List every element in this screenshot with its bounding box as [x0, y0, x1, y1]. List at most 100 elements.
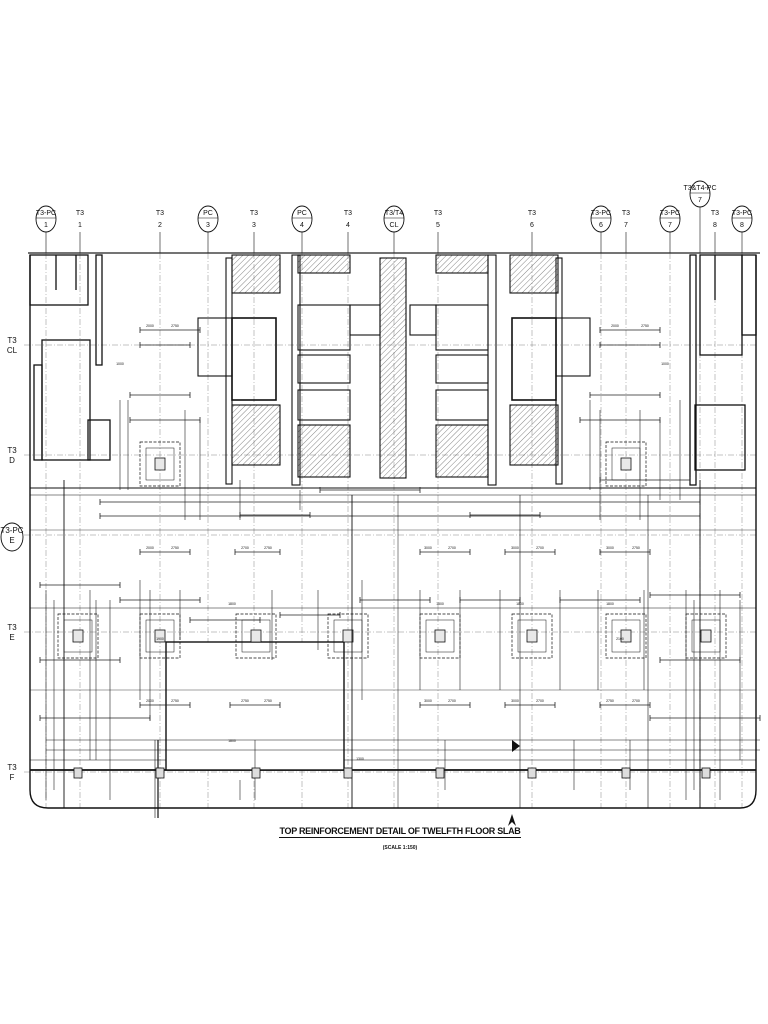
dimension-label: 1000 [116, 362, 124, 366]
dimension-label: 2000 [146, 699, 154, 703]
grid-column-top-label: T3 [250, 210, 258, 217]
grid-column-bottom-label: 3 [206, 222, 210, 229]
perimeter-column [435, 767, 445, 779]
grid-column-top-label: T3 [528, 210, 536, 217]
grid-row-bottom-label: E [9, 633, 14, 642]
grid-column-bubble: T3 6 [528, 210, 536, 808]
grid-column-bottom-label: 6 [599, 222, 603, 229]
dimension-label: 3000 [606, 546, 614, 550]
dimension-label: 2750 [641, 324, 649, 328]
arrow-marker [512, 740, 520, 752]
grid-column-bottom-label: 8 [740, 222, 744, 229]
dimension-label: 2750 [171, 699, 179, 703]
grid-column-top-label: T3-PC [732, 210, 752, 217]
dimension-label: 2700 [448, 546, 456, 550]
grid-column-bottom-label: 8 [713, 222, 717, 229]
grid-row-top-label: T3 [7, 763, 17, 772]
left-core [29, 254, 111, 461]
dimension-label: 2000 [611, 324, 619, 328]
dimension-label: 2700 [448, 699, 456, 703]
dimension-label: 3000 [511, 699, 519, 703]
grid-column-top-label: PC [297, 210, 307, 217]
column-drop-panel [139, 441, 181, 487]
grid-column-bubble: T3-PC 7 [659, 205, 681, 808]
grid-row-bubble: T3F [7, 763, 756, 782]
grid-column-top-label: T3-PC [36, 210, 56, 217]
grid-column-bubble: PC 4 [291, 205, 313, 808]
dimension-label: 1800 [228, 602, 236, 606]
perimeter-column [251, 767, 261, 779]
column-drop-panel [511, 613, 553, 659]
dimension-label: 3000 [424, 546, 432, 550]
grid-column-bottom-label: 7 [698, 197, 702, 204]
grid-column-bottom-label: 3 [252, 222, 256, 229]
grid-column-top-label: T3 [711, 210, 719, 217]
grid-column-bubble: T3 8 [711, 210, 719, 808]
dimension-label: 2700 [536, 699, 544, 703]
perimeter-column [621, 767, 631, 779]
grid-column-bottom-label: 7 [668, 222, 672, 229]
grid-row-top-label: T3-PC [0, 526, 23, 535]
grid-column-top-label: T3&T4-PC [683, 185, 716, 192]
slab-outline [29, 255, 757, 809]
grid-column-bottom-label: 4 [300, 222, 304, 229]
grid-column-bottom-label: 4 [346, 222, 350, 229]
grid-column-bubble: T31 [76, 210, 84, 808]
column-drop-panel [57, 613, 99, 659]
dimension-label: 3000 [511, 546, 519, 550]
dimension-label: 2700 [536, 546, 544, 550]
grid-row-bottom-label: E [9, 536, 14, 545]
dimension-label: 3000 [424, 699, 432, 703]
grid-column-bottom-label: CL [390, 222, 399, 229]
grid-column-bottom-label: 2 [158, 222, 162, 229]
grid-row-bubble: T3-PCE [0, 522, 756, 552]
grid-column-bubble: T3 4 [344, 210, 352, 808]
grid-row-bottom-label: CL [7, 346, 18, 355]
grid-column-top-label: T3 [156, 210, 164, 217]
column-heads [57, 441, 727, 659]
grid-column-bubble: T3-PC 6 [590, 205, 612, 808]
dimension-label: 2750 [264, 699, 272, 703]
grid-column-top-label: T3-PC [660, 210, 680, 217]
dimension-label: 1800 [606, 602, 614, 606]
grid-column-top-label: T3/T4 [385, 210, 403, 217]
dimension-label: 1800 [436, 602, 444, 606]
grid-column-bubble: T37 [622, 210, 630, 808]
grid-row-top-label: T3 [7, 623, 17, 632]
core-walls [197, 254, 591, 486]
dimension-label: 1800 [228, 739, 236, 743]
rebar-lines [39, 327, 761, 800]
grid-column-markers: T3-PC1T31T32PC3T33PC4T34T3/T4CLT35T36T3-… [35, 180, 753, 808]
dimension-label: 2100 [616, 637, 624, 641]
grid-row-bubble: T3E [7, 623, 756, 642]
dimension-label: 2700 [632, 699, 640, 703]
grid-column-top-label: T3 [76, 210, 84, 217]
north-arrow-icon [508, 814, 516, 826]
grid-column-top-label: T3-PC [591, 210, 611, 217]
dimension-label: 2750 [632, 546, 640, 550]
grid-column-bottom-label: 6 [530, 222, 534, 229]
perimeter-column [527, 767, 537, 779]
column-drop-panel [235, 613, 277, 659]
drawing-title: TOP REINFORCEMENT DETAIL OF TWELFTH FLOO… [279, 826, 521, 838]
grid-row-top-label: T3 [7, 446, 17, 455]
perimeter-column [343, 767, 353, 779]
grid-row-bottom-label: D [9, 456, 15, 465]
grid-column-bubble: T3 2 [156, 210, 164, 808]
dimension-label: 1300 [356, 757, 364, 761]
column-drop-panel [419, 613, 461, 659]
dimension-label: 1900 [156, 637, 164, 641]
grid-column-bubble: T35 [434, 210, 442, 808]
dimension-label: 2750 [264, 546, 272, 550]
right-core [689, 254, 757, 486]
grid-column-bottom-label: 7 [624, 222, 628, 229]
dimension-label: 2750 [171, 324, 179, 328]
grid-column-top-label: T3 [344, 210, 352, 217]
perimeter-column [73, 767, 83, 779]
grid-column-bubble: PC3 [197, 205, 219, 808]
grid-row-bottom-label: F [10, 773, 15, 782]
perimeter-column [155, 767, 165, 779]
perimeter-columns [73, 767, 711, 779]
